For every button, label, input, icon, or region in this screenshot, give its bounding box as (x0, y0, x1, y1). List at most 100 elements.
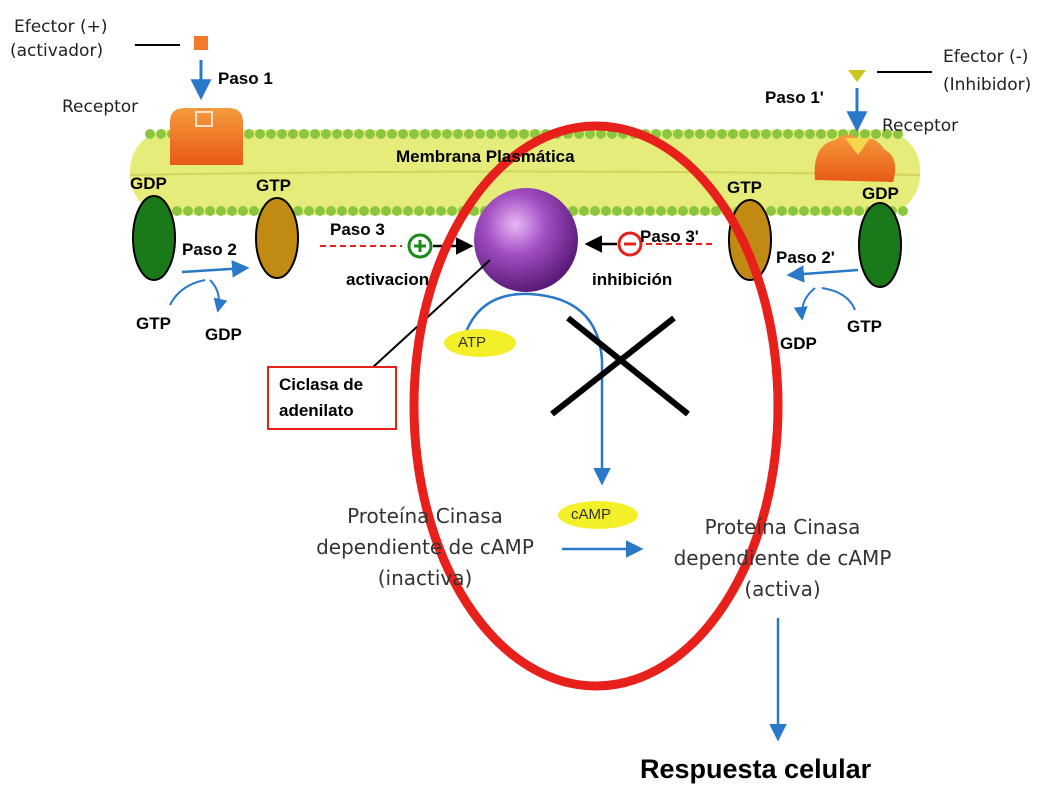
lipid-head-icon (249, 206, 259, 216)
lipid-head-icon (304, 206, 314, 216)
g-protein-gdp-left-icon (132, 195, 176, 281)
receptor-left-label: Receptor (62, 97, 139, 117)
lipid-head-icon (893, 129, 903, 139)
lipid-head-icon (403, 206, 413, 216)
inhibicion-label: inhibición (592, 270, 673, 289)
lipid-head-icon (277, 129, 287, 139)
lipid-head-icon (238, 206, 248, 216)
lipid-head-icon (596, 129, 606, 139)
lipid-head-icon (310, 129, 320, 139)
lipid-head-icon (816, 129, 826, 139)
lipid-head-icon (156, 129, 166, 139)
lipid-head-icon (656, 206, 666, 216)
gdp-out-right-arrow (793, 287, 816, 321)
membrana-label: Membrana Plasmática (396, 147, 575, 166)
lipid-head-icon (216, 206, 226, 216)
lipid-head-icon (315, 206, 325, 216)
ciclasa-box: Ciclasa de adenilato (267, 366, 397, 430)
lipid-head-icon (711, 206, 721, 216)
lipid-head-icon (359, 206, 369, 216)
lipid-head-icon (266, 129, 276, 139)
lipid-head-icon (601, 206, 611, 216)
lipid-head-icon (381, 206, 391, 216)
pka-active-line2: dependiente de cAMP (673, 546, 892, 570)
lipid-head-icon (871, 129, 881, 139)
lipid-head-icon (579, 206, 589, 216)
lipid-head-icon (777, 206, 787, 216)
atp-badge-icon (444, 329, 516, 357)
g-protein-gtp-left-icon (255, 197, 299, 279)
paso1p-label: Paso 1' (765, 88, 824, 107)
gtp-in-right-arrow (821, 287, 856, 311)
lipid-head-icon (898, 206, 908, 216)
lipid-head-icon (634, 206, 644, 216)
g-protein-gdp-right-icon (858, 202, 902, 288)
activator-effector-icon (194, 36, 208, 50)
lipid-head-icon (337, 206, 347, 216)
lipid-head-icon (299, 129, 309, 139)
lipid-head-icon (508, 129, 518, 139)
paso3p-label: Paso 3' (640, 227, 699, 246)
efector-pos-label-line2: (activador) (10, 41, 104, 61)
lipid-head-icon (673, 129, 683, 139)
ciclasa-label-line1: Ciclasa de (279, 375, 364, 394)
lipid-head-icon (766, 206, 776, 216)
lipid-head-icon (348, 206, 358, 216)
lipid-head-icon (821, 206, 831, 216)
gtp-left-top-label: GTP (256, 176, 291, 195)
lipid-head-icon (678, 206, 688, 216)
lipid-head-icon (145, 129, 155, 139)
gtp-right-top-label: GTP (727, 178, 762, 197)
lipid-head-icon (684, 129, 694, 139)
lipid-head-icon (431, 129, 441, 139)
inhibition-minus-icon (617, 231, 643, 257)
camp-label: cAMP (571, 506, 612, 523)
ciclasa-label-line2: adenilato (279, 401, 354, 420)
atp-to-camp-arrow (463, 292, 611, 486)
lipid-head-icon (590, 206, 600, 216)
lipid-head-icon (255, 129, 265, 139)
pka-active-line3: (activa) (744, 577, 821, 601)
lipid-head-icon (761, 129, 771, 139)
lipid-head-icon (436, 206, 446, 216)
lipid-head-icon (585, 129, 595, 139)
ciclasa-leader-line (371, 259, 491, 369)
gtp-right-bottom-label: GTP (847, 317, 882, 336)
lipid-head-icon (486, 129, 496, 139)
lipid-head-icon (172, 206, 182, 216)
lipid-head-icon (244, 129, 254, 139)
lipid-head-icon (788, 206, 798, 216)
pka-active-label: Proteína Cinasa dependiente de cAMP (act… (645, 512, 920, 605)
lipid-head-icon (376, 129, 386, 139)
efector-neg-label-line2: (Inhibidor) (943, 75, 1032, 95)
gdp-left-bottom-label: GDP (205, 325, 242, 344)
paso1-label: Paso 1 (218, 69, 273, 88)
camp-badge-icon (558, 501, 638, 529)
lipid-head-icon (667, 206, 677, 216)
lipid-head-icon (354, 129, 364, 139)
lipid-head-icon (695, 129, 705, 139)
paso3-label: Paso 3 (330, 220, 385, 239)
receptor-right-icon (814, 134, 896, 182)
pka-active-line1: Proteína Cinasa (704, 515, 861, 539)
pka-inactive-line1: Proteína Cinasa (347, 504, 503, 528)
atp-label: ATP (458, 334, 487, 351)
lipid-head-icon (365, 129, 375, 139)
gtp-left-bottom-label: GTP (136, 314, 171, 333)
receptor-left-icon (170, 108, 243, 165)
g-protein-gtp-right-icon (728, 199, 772, 281)
lipid-head-icon (326, 206, 336, 216)
lipid-head-icon (832, 206, 842, 216)
lipid-head-icon (409, 129, 419, 139)
respuesta-celular-label: Respuesta celular (640, 754, 872, 784)
lipid-head-icon (750, 129, 760, 139)
pka-inactive-line2: dependiente de cAMP (316, 535, 534, 559)
lipid-head-icon (882, 129, 892, 139)
lipid-head-icon (475, 129, 485, 139)
lipid-head-icon (425, 206, 435, 216)
lipid-head-icon (772, 129, 782, 139)
gdp-left-top-label: GDP (130, 174, 167, 193)
lipid-head-icon (453, 129, 463, 139)
lipid-head-icon (293, 206, 303, 216)
efector-neg-label-line1: Efector (-) (943, 47, 1029, 67)
